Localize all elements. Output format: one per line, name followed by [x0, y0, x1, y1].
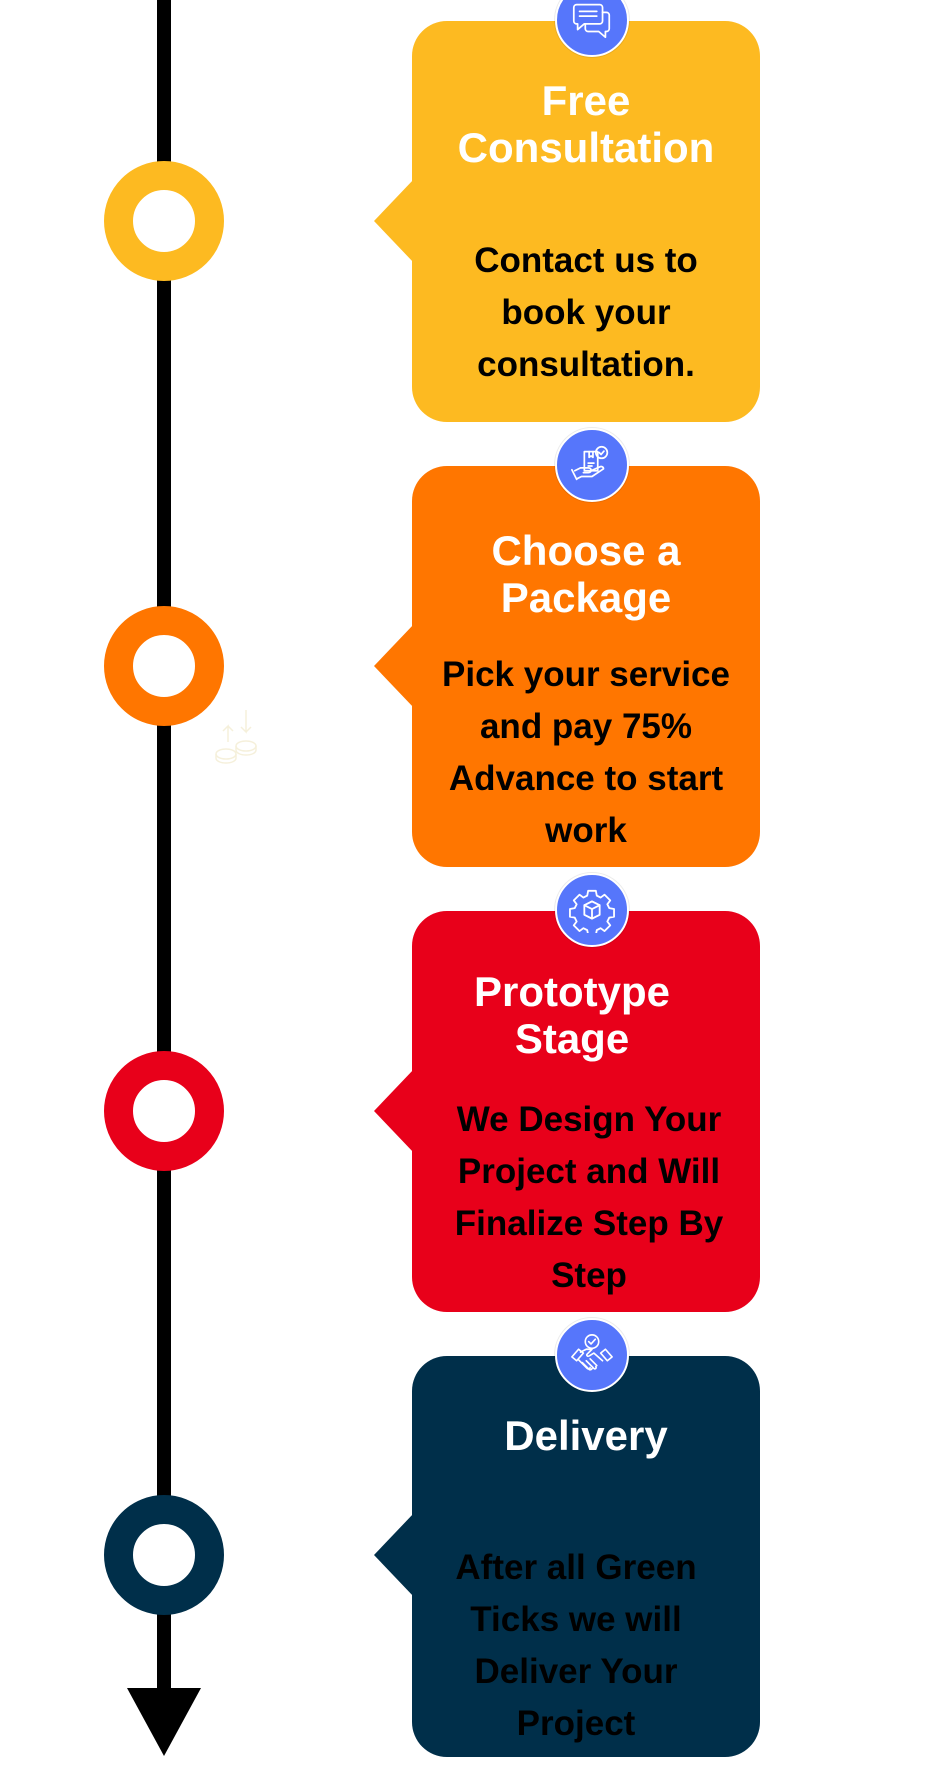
timeline-node-3: [104, 1051, 224, 1171]
step-title: Free Consultation: [457, 77, 715, 171]
step-card-delivery: Delivery After all Green Ticks we will D…: [374, 1318, 760, 1757]
timeline-node-4: [104, 1495, 224, 1615]
gear-box-icon: [555, 873, 629, 947]
card-pointer: [374, 624, 414, 708]
timeline-node-1: [104, 161, 224, 281]
package-in-hand-icon: [555, 428, 629, 502]
timeline-arrow-down-icon: [127, 1688, 201, 1756]
handshake-check-icon: [555, 1318, 629, 1392]
step-description: We Design Your Project and Will Finalize…: [454, 1100, 724, 1295]
card-pointer: [374, 1069, 414, 1153]
step-title: Delivery: [504, 1412, 668, 1459]
card-pointer: [374, 179, 414, 263]
timeline-line: [157, 0, 171, 1692]
step-card-prototype-stage: Prototype Stage We Design Your Project a…: [374, 873, 760, 1312]
timeline-node-2: [104, 606, 224, 726]
step-description: After all Green Ticks we will Deliver Yo…: [455, 1548, 697, 1743]
coins-exchange-icon: [215, 710, 257, 764]
card-pointer: [374, 1513, 414, 1597]
step-card-free-consultation: Free Consultation Contact us to book you…: [374, 0, 760, 422]
chat-bubbles-icon: [555, 0, 629, 57]
step-description: Contact us to book your consultation.: [474, 241, 698, 384]
step-description: Pick your service and pay 75% Advance to…: [442, 655, 730, 850]
step-title: Choose a Package: [491, 527, 681, 621]
step-title: Prototype Stage: [473, 968, 670, 1062]
step-card-choose-package: Choose a Package Pick your service and p…: [374, 428, 760, 867]
